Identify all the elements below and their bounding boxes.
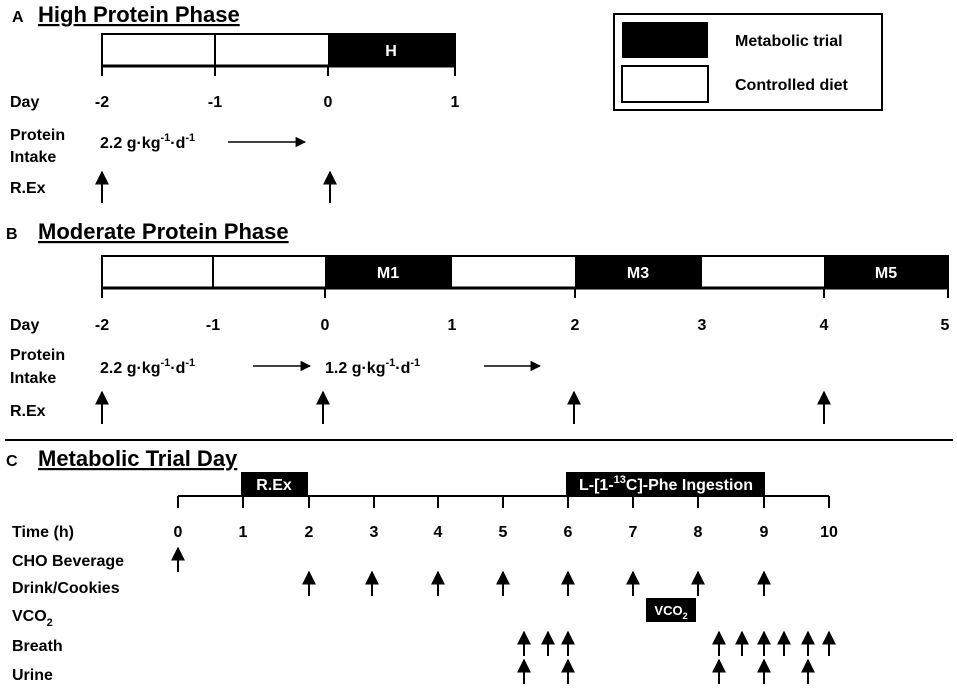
panel-a-day-tick: 1 — [451, 94, 460, 111]
panel-c-time-tick: 7 — [629, 524, 638, 541]
legend-swatch-controlled — [621, 65, 709, 103]
panel-b-day-tick: 5 — [941, 317, 950, 334]
panel-c-rex-box — [241, 472, 308, 497]
panel-c-rex-box-label: R.Ex — [256, 477, 292, 494]
panel-b-block-m5 — [824, 256, 948, 288]
panel-b-rex-label: R.Ex — [10, 403, 46, 420]
panel-c-time-tick: 4 — [434, 524, 443, 541]
panel-b-block-m1 — [325, 256, 452, 288]
panel-c-vco2-box-label: VCO2 — [654, 603, 687, 621]
panel-b-timeline-bar — [101, 255, 949, 289]
panel-a-metabolic-block — [328, 34, 455, 66]
panel-c-row-cho: CHO Beverage — [12, 553, 124, 570]
panel-c-row-breath: Breath — [12, 638, 63, 655]
panel-b-protein-label-2: Intake — [10, 370, 56, 387]
panel-a-day-tick: -1 — [208, 94, 222, 111]
panel-b-day-tick: -1 — [206, 317, 220, 334]
panel-b-block-m3 — [575, 256, 702, 288]
panel-c-time-tick: 2 — [305, 524, 314, 541]
panel-b-letter: B — [6, 226, 18, 243]
panel-c-time-tick: 9 — [760, 524, 769, 541]
panel-c-letter: C — [6, 453, 18, 470]
panel-c: C Metabolic Trial Day R.Ex L-[1-13C]-Phe… — [6, 446, 838, 684]
panel-b-day-tick: 3 — [698, 317, 707, 334]
panel-b-day-tick: -2 — [95, 317, 109, 334]
panel-a-day-tick: -2 — [95, 94, 109, 111]
panel-a-letter: A — [12, 9, 24, 26]
legend-label-controlled: Controlled diet — [735, 77, 849, 94]
panel-b-title: Moderate Protein Phase — [38, 219, 289, 244]
panel-a-protein-label-2: Intake — [10, 149, 56, 166]
panel-c-time-tick: 8 — [694, 524, 703, 541]
panel-a: A High Protein Phase H Day -2 -1 0 1 Pro… — [10, 2, 460, 203]
panel-c-phe-box-label: L-[1-13C]-Phe Ingestion — [579, 474, 753, 494]
panel-b-day-tick: 4 — [820, 317, 829, 334]
panel-b: B Moderate Protein Phase M1 M3 M5 Day -2… — [6, 219, 950, 424]
panel-c-time-tick: 3 — [370, 524, 379, 541]
panel-a-protein-label-1: Protein — [10, 127, 65, 144]
panel-c-time-tick: 0 — [174, 524, 183, 541]
panel-c-time-label: Time (h) — [12, 524, 74, 541]
panel-c-vco2-box — [646, 598, 696, 622]
panel-b-day-label: Day — [10, 317, 39, 334]
panel-c-title: Metabolic Trial Day — [38, 446, 238, 471]
panel-a-block-h: H — [385, 43, 397, 60]
legend: Metabolic trial Controlled diet — [613, 13, 883, 111]
panel-a-protein-value: 2.2 g·kg-1·d-1 — [100, 132, 195, 152]
panel-c-row-vco2: VCO2 — [12, 608, 53, 629]
panel-b-label-m1: M1 — [377, 265, 399, 282]
panel-b-day-tick: 0 — [321, 317, 330, 334]
panel-a-day-tick: 0 — [324, 94, 333, 111]
legend-swatch-metabolic — [622, 22, 708, 58]
panel-b-label-m5: M5 — [875, 265, 897, 282]
panel-b-day-tick: 2 — [571, 317, 580, 334]
legend-label-metabolic: Metabolic trial — [735, 33, 843, 50]
panel-c-time-tick: 10 — [820, 524, 838, 541]
panel-b-protein-value-2: 1.2 g·kg-1·d-1 — [325, 357, 420, 377]
panel-c-time-tick: 5 — [499, 524, 508, 541]
panel-c-time-tick: 6 — [564, 524, 573, 541]
panel-b-label-m3: M3 — [627, 265, 649, 282]
panel-c-row-drink: Drink/Cookies — [12, 580, 120, 597]
panel-a-rex-label: R.Ex — [10, 180, 46, 197]
panel-b-protein-label-1: Protein — [10, 347, 65, 364]
panel-c-time-tick: 1 — [239, 524, 248, 541]
panel-c-row-urine: Urine — [12, 667, 53, 684]
panel-b-protein-value-1: 2.2 g·kg-1·d-1 — [100, 357, 195, 377]
panel-b-day-tick: 1 — [448, 317, 457, 334]
panel-a-day-label: Day — [10, 94, 39, 111]
panel-a-title: High Protein Phase — [38, 2, 240, 27]
panel-c-phe-box — [566, 472, 765, 497]
